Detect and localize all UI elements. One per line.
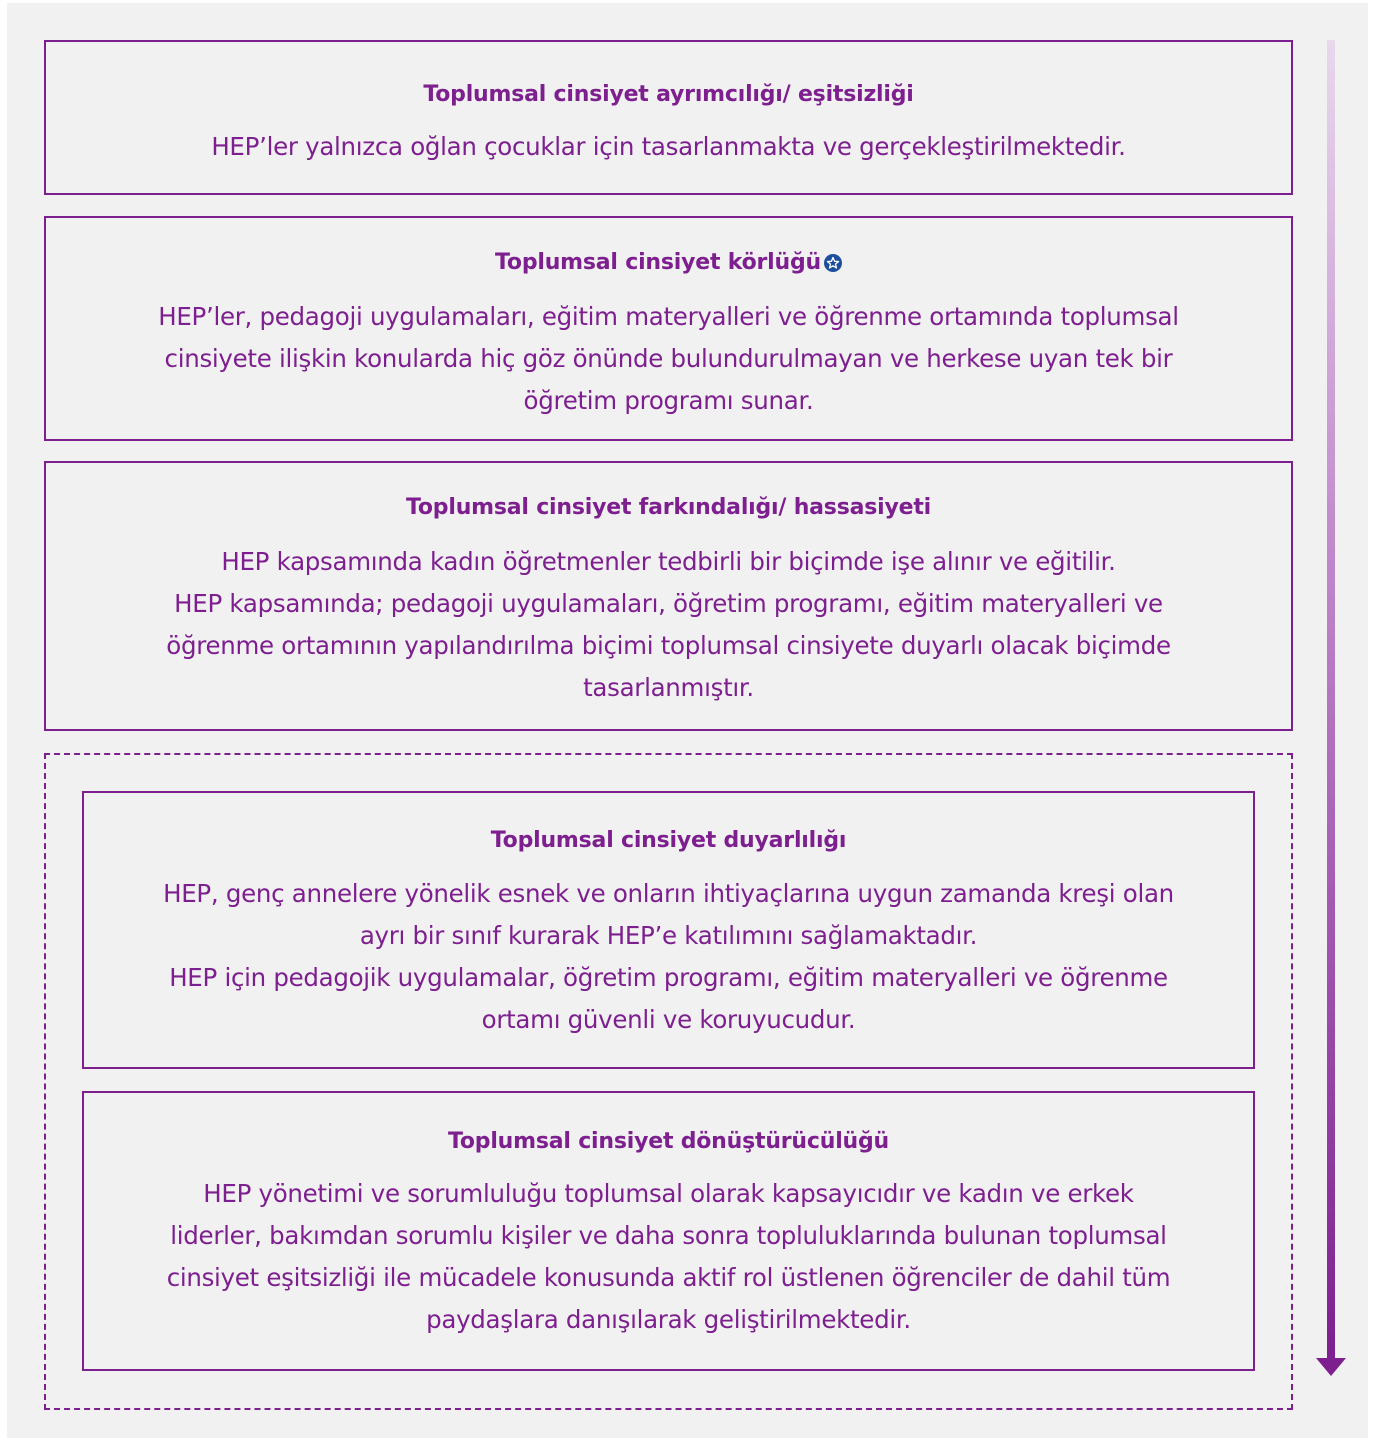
level-title: Toplumsal cinsiyet ayrımcılığı/ eşitsizl… bbox=[423, 81, 913, 109]
description-line: HEP’ler yalnızca oğlan çocuklar için tas… bbox=[211, 132, 1126, 161]
level-description: HEP kapsamında kadın öğretmenler tedbirl… bbox=[166, 541, 1171, 709]
level-title-text: Toplumsal cinsiyet duyarlılığı bbox=[490, 828, 847, 853]
description-line: cinsiyete ilişkin konularda hiç göz önün… bbox=[164, 344, 1173, 373]
level-description: HEP yönetimi ve sorumluluğu toplumsal ol… bbox=[167, 1173, 1171, 1341]
description-line: paydaşlara danışılarak geliştirilmektedi… bbox=[426, 1305, 911, 1334]
level-title-text: Toplumsal cinsiyet ayrımcılığı/ eşitsizl… bbox=[423, 82, 914, 107]
level-title: Toplumsal cinsiyet dönüştürücülüğü bbox=[448, 1128, 889, 1156]
description-line: ortamı güvenli ve koruyucudur. bbox=[481, 1005, 856, 1034]
level-title-text: Toplumsal cinsiyet körlüğü bbox=[495, 250, 821, 275]
description-line: cinsiyet eşitsizliği ile mücadele konusu… bbox=[166, 1263, 1171, 1292]
description-line: HEP’ler, pedagoji uygulamaları, eğitim m… bbox=[158, 302, 1179, 331]
level-box-gender-awareness: Toplumsal cinsiyet farkındalığı/ hassasi… bbox=[44, 461, 1293, 731]
description-line: tasarlanmıştır. bbox=[583, 673, 754, 702]
level-title-text: Toplumsal cinsiyet dönüştürücülüğü bbox=[447, 1129, 890, 1154]
dashed-group-frame bbox=[44, 753, 1293, 1410]
level-title: Toplumsal cinsiyet farkındalığı/ hassasi… bbox=[406, 494, 931, 522]
level-title: Toplumsal cinsiyet duyarlılığı bbox=[490, 827, 847, 855]
level-box-gender-responsiveness: Toplumsal cinsiyet duyarlılığı HEP, genç… bbox=[82, 791, 1255, 1069]
level-description: HEP, genç annelere yönelik esnek ve onla… bbox=[163, 873, 1174, 1041]
arrow-head bbox=[1316, 1358, 1346, 1376]
description-line: HEP kapsamında; pedagoji uygulamaları, ö… bbox=[174, 589, 1163, 618]
arrow-shaft bbox=[1327, 40, 1335, 1362]
description-line: HEP için pedagojik uygulamalar, öğretim … bbox=[169, 963, 1168, 992]
progression-arrow bbox=[1316, 40, 1346, 1376]
level-box-gender-blindness: Toplumsal cinsiyet körlüğü HEP’ler, peda… bbox=[44, 216, 1293, 441]
description-line: HEP kapsamında kadın öğretmenler tedbirl… bbox=[221, 547, 1116, 576]
level-description: HEP’ler yalnızca oğlan çocuklar için tas… bbox=[211, 126, 1126, 168]
level-title-text: Toplumsal cinsiyet farkındalığı/ hassasi… bbox=[406, 495, 931, 520]
description-line: öğretim programı sunar. bbox=[523, 386, 814, 415]
level-box-gender-discrimination: Toplumsal cinsiyet ayrımcılığı/ eşitsizl… bbox=[44, 40, 1293, 195]
description-line: liderler, bakımdan sorumlu kişiler ve da… bbox=[170, 1221, 1167, 1250]
level-description: HEP’ler, pedagoji uygulamaları, eğitim m… bbox=[158, 296, 1179, 422]
level-box-gender-transformative: Toplumsal cinsiyet dönüştürücülüğü HEP y… bbox=[82, 1091, 1255, 1371]
description-line: HEP, genç annelere yönelik esnek ve onla… bbox=[163, 879, 1174, 908]
level-title: Toplumsal cinsiyet körlüğü bbox=[495, 249, 842, 277]
description-line: ayrı bir sınıf kurarak HEP’e katılımını … bbox=[359, 921, 978, 950]
star-icon bbox=[823, 254, 842, 272]
description-line: HEP yönetimi ve sorumluluğu toplumsal ol… bbox=[203, 1179, 1134, 1208]
description-line: öğrenme ortamının yapılandırılma biçimi … bbox=[166, 631, 1171, 660]
